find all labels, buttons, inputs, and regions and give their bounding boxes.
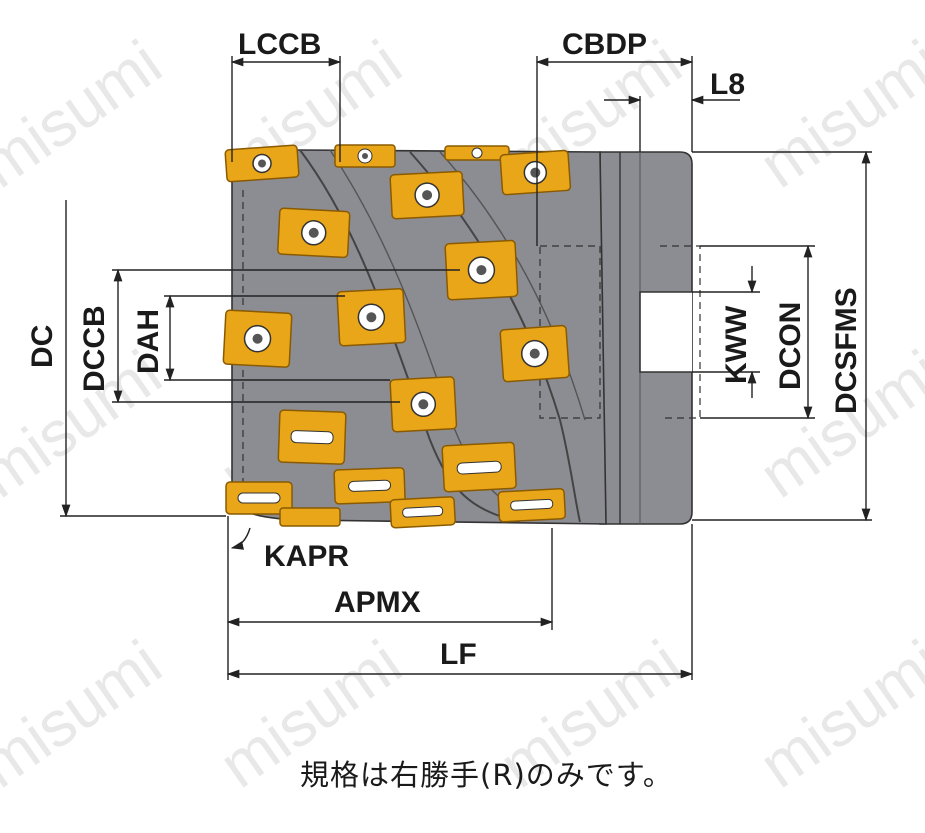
dimension-lines (60, 56, 872, 680)
insert (279, 507, 341, 527)
label-dcsfms: DCSFMS (830, 287, 863, 414)
dimension-labels: LCCB CBDP L8 DC DCCB DAH KWW DCON DCSFMS… (26, 28, 863, 671)
insert (389, 170, 465, 220)
insert (389, 376, 458, 433)
label-dah: DAH (132, 309, 165, 374)
label-lccb: LCCB (238, 28, 321, 61)
insert (277, 409, 347, 465)
insert (444, 239, 519, 301)
insert (334, 144, 396, 168)
label-cbdp: CBDP (562, 28, 647, 61)
insert (333, 466, 406, 505)
insert (499, 149, 572, 196)
right-hand-only-note: 規格は右勝手(R)のみです。 (300, 758, 673, 792)
label-dc: DC (26, 325, 59, 368)
hidden-bore (660, 245, 701, 419)
insert (277, 207, 351, 259)
insert (389, 496, 456, 529)
label-dcon: DCON (774, 302, 807, 390)
insert (499, 324, 570, 383)
label-lf: LF (440, 638, 477, 671)
insert (441, 441, 517, 493)
label-dccb: DCCB (78, 305, 111, 392)
label-kapr: KAPR (264, 540, 349, 573)
insert (222, 309, 293, 368)
label-l8: L8 (710, 68, 745, 101)
inserts (222, 144, 572, 529)
key-slot (639, 291, 692, 373)
insert (336, 287, 407, 347)
watermark-text: misumi (0, 26, 174, 201)
watermark-text: misumi (0, 626, 174, 801)
label-apmx: APMX (334, 586, 421, 619)
watermark-text: misumi (747, 26, 925, 201)
insert (497, 487, 567, 523)
insert (444, 145, 510, 161)
insert (224, 144, 300, 183)
flute (439, 151, 586, 421)
label-kww: KWW (720, 305, 753, 384)
insert (225, 481, 293, 515)
